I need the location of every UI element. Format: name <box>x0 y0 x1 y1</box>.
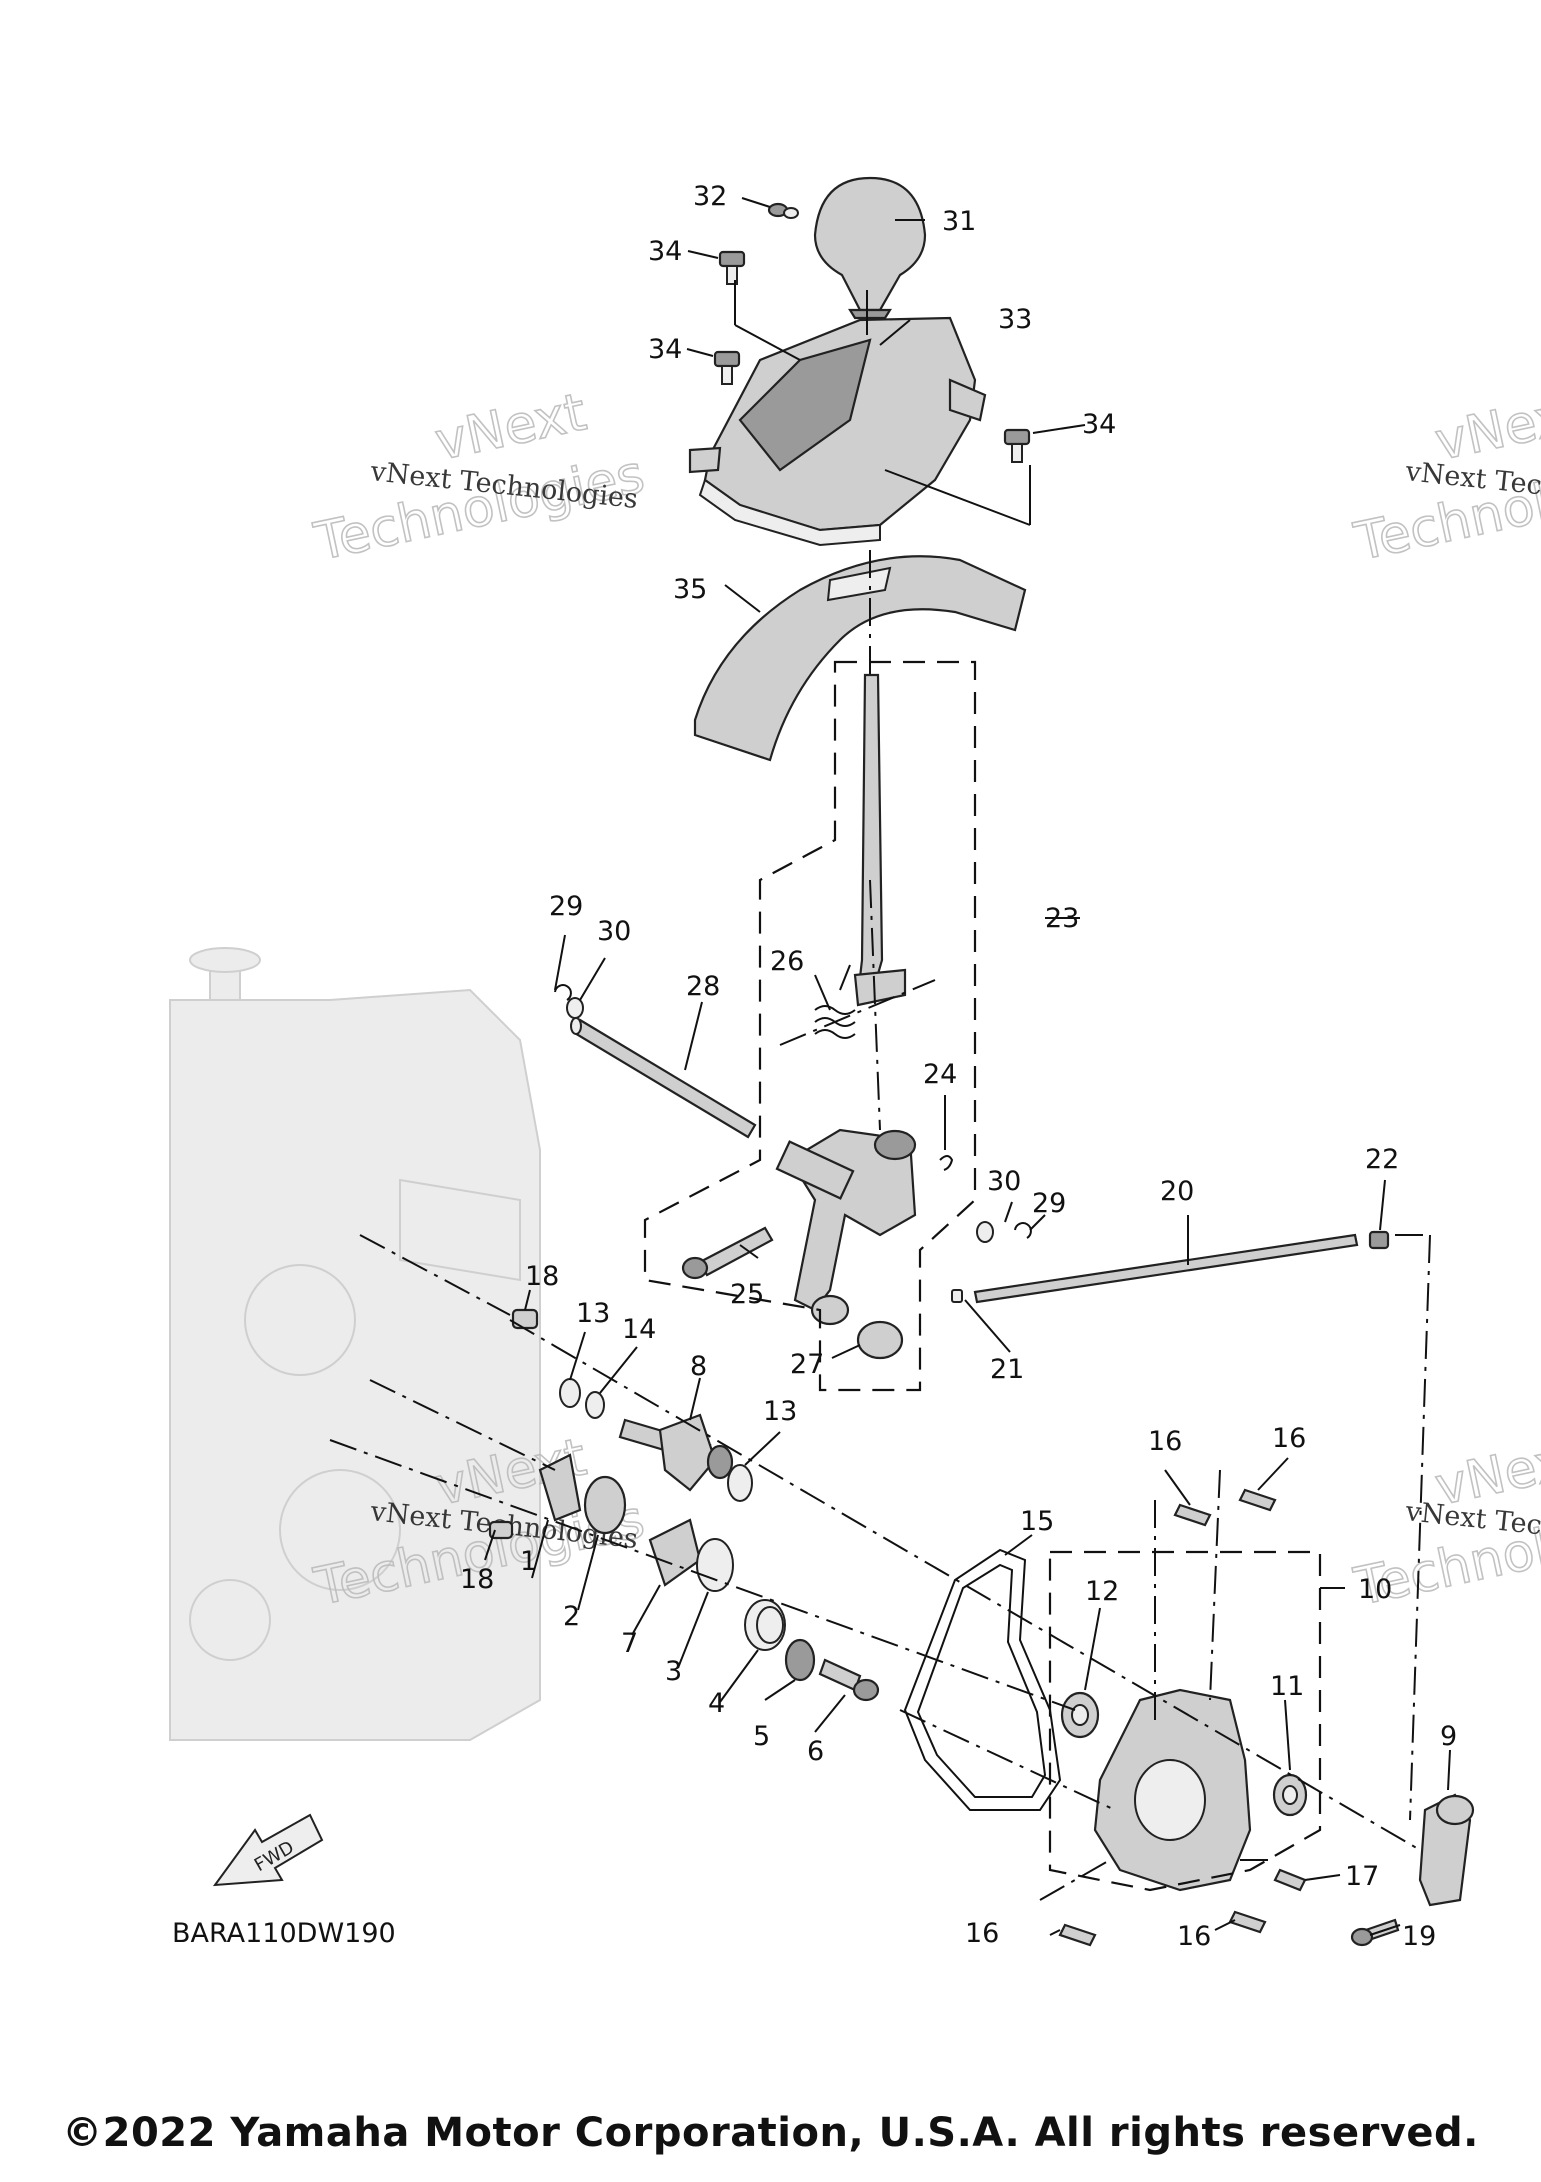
fwd-arrow-icon: FWD <box>212 1813 324 1887</box>
shift-rod <box>973 1233 1359 1304</box>
leader-lines <box>484 197 1451 1936</box>
callout-33: 33 <box>998 304 1032 335</box>
washer <box>696 1538 734 1592</box>
callout-20: 20 <box>1160 1176 1194 1207</box>
shift-lever-boot <box>693 555 1027 762</box>
callout-9: 9 <box>1440 1721 1457 1752</box>
bushing <box>1272 1773 1308 1817</box>
washer <box>566 997 584 1019</box>
shift-lever-cover <box>688 316 987 547</box>
circlip <box>1014 1222 1032 1239</box>
axis-lines <box>329 550 1431 1901</box>
shift-cam-stopper <box>538 1453 582 1522</box>
callout-27: 27 <box>790 1349 824 1380</box>
callout-13-b: 13 <box>763 1396 797 1427</box>
callout-29: 29 <box>549 891 583 922</box>
callout-25: 25 <box>730 1279 764 1310</box>
callout-16-d: 16 <box>1177 1921 1211 1952</box>
callout-15: 15 <box>1020 1506 1054 1537</box>
washer <box>585 1391 605 1419</box>
callout-14: 14 <box>622 1314 656 1345</box>
callout-1: 1 <box>520 1546 537 1577</box>
callout-4: 4 <box>708 1688 725 1719</box>
callout-10: 10 <box>1358 1574 1392 1605</box>
callout-16-c: 16 <box>965 1918 999 1949</box>
callout-24: 24 <box>923 1059 957 1090</box>
cover-bolt <box>1058 1923 1097 1947</box>
callout-19: 19 <box>1402 1921 1436 1952</box>
callout-34: 34 <box>648 236 682 267</box>
shift-cover-assembly <box>1093 1688 1252 1892</box>
shift-shaft <box>618 1413 734 1492</box>
circlip <box>727 1464 753 1502</box>
assembly-boundary-10 <box>1048 1550 1322 1892</box>
engine-block-background <box>169 947 541 1741</box>
lever-shaft <box>570 1017 757 1139</box>
copyright-notice: ©2022 Yamaha Motor Corporation, U.S.A. A… <box>62 2110 1479 2156</box>
cover-bolt <box>1003 428 1031 463</box>
callout-23: 23 <box>1045 903 1079 934</box>
callout-34-c: 34 <box>1082 409 1116 440</box>
callout-3: 3 <box>665 1656 682 1687</box>
assembly-boundary-23 <box>643 660 977 1392</box>
callout-7: 7 <box>621 1628 638 1659</box>
dowel-pin <box>511 1308 539 1330</box>
knob-set-screw <box>767 202 799 219</box>
dowel-pin <box>488 1520 514 1540</box>
callout-28: 28 <box>686 971 720 1002</box>
callout-16: 16 <box>1148 1426 1182 1457</box>
callout-34-b: 34 <box>648 334 682 365</box>
cover-bolt <box>1228 1910 1267 1934</box>
rod-end-nut <box>1368 1230 1390 1250</box>
cover-bolt <box>1238 1488 1277 1512</box>
r-clip <box>939 1155 954 1171</box>
callout-32: 32 <box>693 181 727 212</box>
callout-29-b: 29 <box>1032 1188 1066 1219</box>
lever-spring <box>814 964 856 1039</box>
callout-16-b: 16 <box>1272 1423 1306 1454</box>
drawing-code: BARA110DW190 <box>172 1918 396 1949</box>
callout-6: 6 <box>807 1736 824 1767</box>
callout-13: 13 <box>576 1298 610 1329</box>
callout-18-b: 18 <box>460 1564 494 1595</box>
callout-labels: 1 2 3 4 5 6 7 8 9 10 11 12 13 13 14 15 1… <box>172 181 1457 1952</box>
torsion-spring <box>744 1599 786 1651</box>
washer <box>559 1378 581 1408</box>
cover-bolt <box>1273 1868 1307 1892</box>
cover-bolt <box>718 250 746 285</box>
washer <box>976 1221 994 1243</box>
callout-30-b: 30 <box>987 1166 1021 1197</box>
callout-18: 18 <box>525 1261 559 1292</box>
collar <box>784 1638 816 1682</box>
shift-lever <box>853 673 907 1007</box>
callout-21: 21 <box>990 1354 1024 1385</box>
oil-seal <box>1060 1691 1100 1739</box>
shift-knob <box>813 176 927 320</box>
watermark-line2: vNext <box>1430 382 1541 472</box>
pivot-collar <box>856 1320 904 1360</box>
callout-26: 26 <box>770 946 804 977</box>
callout-30: 30 <box>597 916 631 947</box>
callout-5: 5 <box>753 1721 770 1752</box>
callout-11: 11 <box>1270 1671 1304 1702</box>
callout-22: 22 <box>1365 1144 1399 1175</box>
callout-12: 12 <box>1085 1576 1119 1607</box>
cover-bolt <box>713 350 741 385</box>
callout-17: 17 <box>1345 1861 1379 1892</box>
shift-guide <box>648 1518 702 1587</box>
callout-2: 2 <box>563 1601 580 1632</box>
callout-8: 8 <box>690 1351 707 1382</box>
callout-35: 35 <box>673 574 707 605</box>
circlip <box>554 984 572 1001</box>
lever-bracket <box>775 1128 917 1312</box>
rod-clip <box>951 1289 963 1303</box>
callout-31: 31 <box>942 206 976 237</box>
cover-bolt <box>1173 1503 1212 1527</box>
shift-drum-segment <box>583 1475 627 1535</box>
cover-gasket <box>903 1548 1062 1811</box>
shift-link <box>1418 1793 1475 1907</box>
pivot-bolt <box>681 1226 774 1280</box>
stopper-bolt <box>818 1658 880 1702</box>
